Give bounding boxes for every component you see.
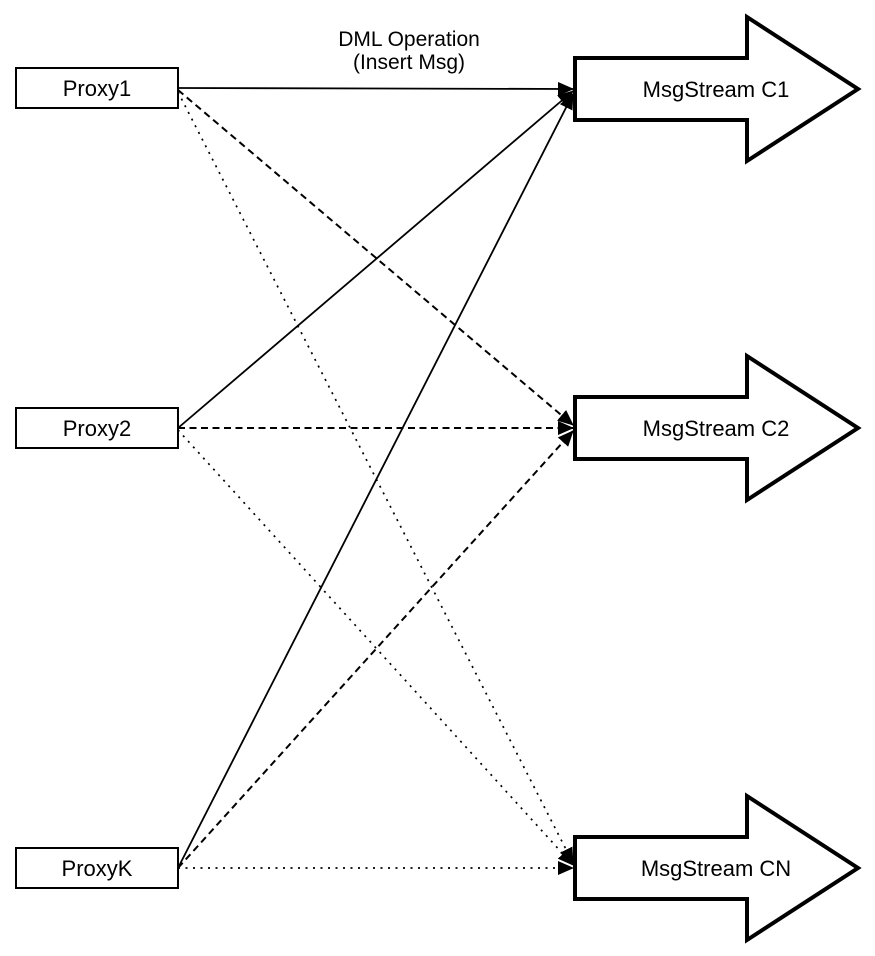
stream-node-c1: MsgStream C1: [573, 13, 862, 165]
connector-proxy1-to-c2-dashed: [177, 89, 574, 426]
msgstream-c1-arrow-shape: [573, 13, 862, 165]
connector-proxyk-to-c1-solid: [177, 93, 574, 869]
connector-proxy1-to-cn-dotted: [177, 91, 574, 864]
proxy1-box: [15, 67, 179, 109]
connector-proxyk-to-c2-dashed: [177, 430, 574, 869]
msgstream-c2-label: MsgStream C2: [643, 416, 790, 441]
proxy2-box: [15, 407, 179, 449]
connector-proxy2-to-c1-solid: [177, 90, 574, 429]
proxy2-label: Proxy2: [63, 416, 131, 441]
stream-node-c2: MsgStream C2: [573, 352, 862, 504]
connector-proxy1-to-c1-solid: [177, 81, 574, 96]
msgstream-c2-arrow-shape: [573, 352, 862, 504]
proxy-node-1: Proxy1: [15, 67, 179, 109]
proxyk-box: [15, 847, 179, 889]
connectors: [177, 81, 574, 875]
proxy-node-k: ProxyK: [15, 847, 179, 889]
dml-operation-label-line2: (Insert Msg): [353, 51, 465, 74]
proxyk-label: ProxyK: [62, 856, 133, 881]
msgstream-c1-label: MsgStream C1: [643, 77, 790, 102]
connector-proxy2-to-cn-dotted: [177, 429, 574, 866]
msgstream-cn-label: MsgStream CN: [641, 856, 791, 881]
dml-operation-label-line1: DML Operation: [338, 28, 480, 51]
stream-node-cn: MsgStream CN: [573, 792, 862, 944]
msgstream-cn-arrow-shape: [573, 792, 862, 944]
proxy-node-2: Proxy2: [15, 407, 179, 449]
dml-operation-label: DML Operation (Insert Msg): [338, 28, 480, 74]
proxy1-label: Proxy1: [63, 76, 131, 101]
